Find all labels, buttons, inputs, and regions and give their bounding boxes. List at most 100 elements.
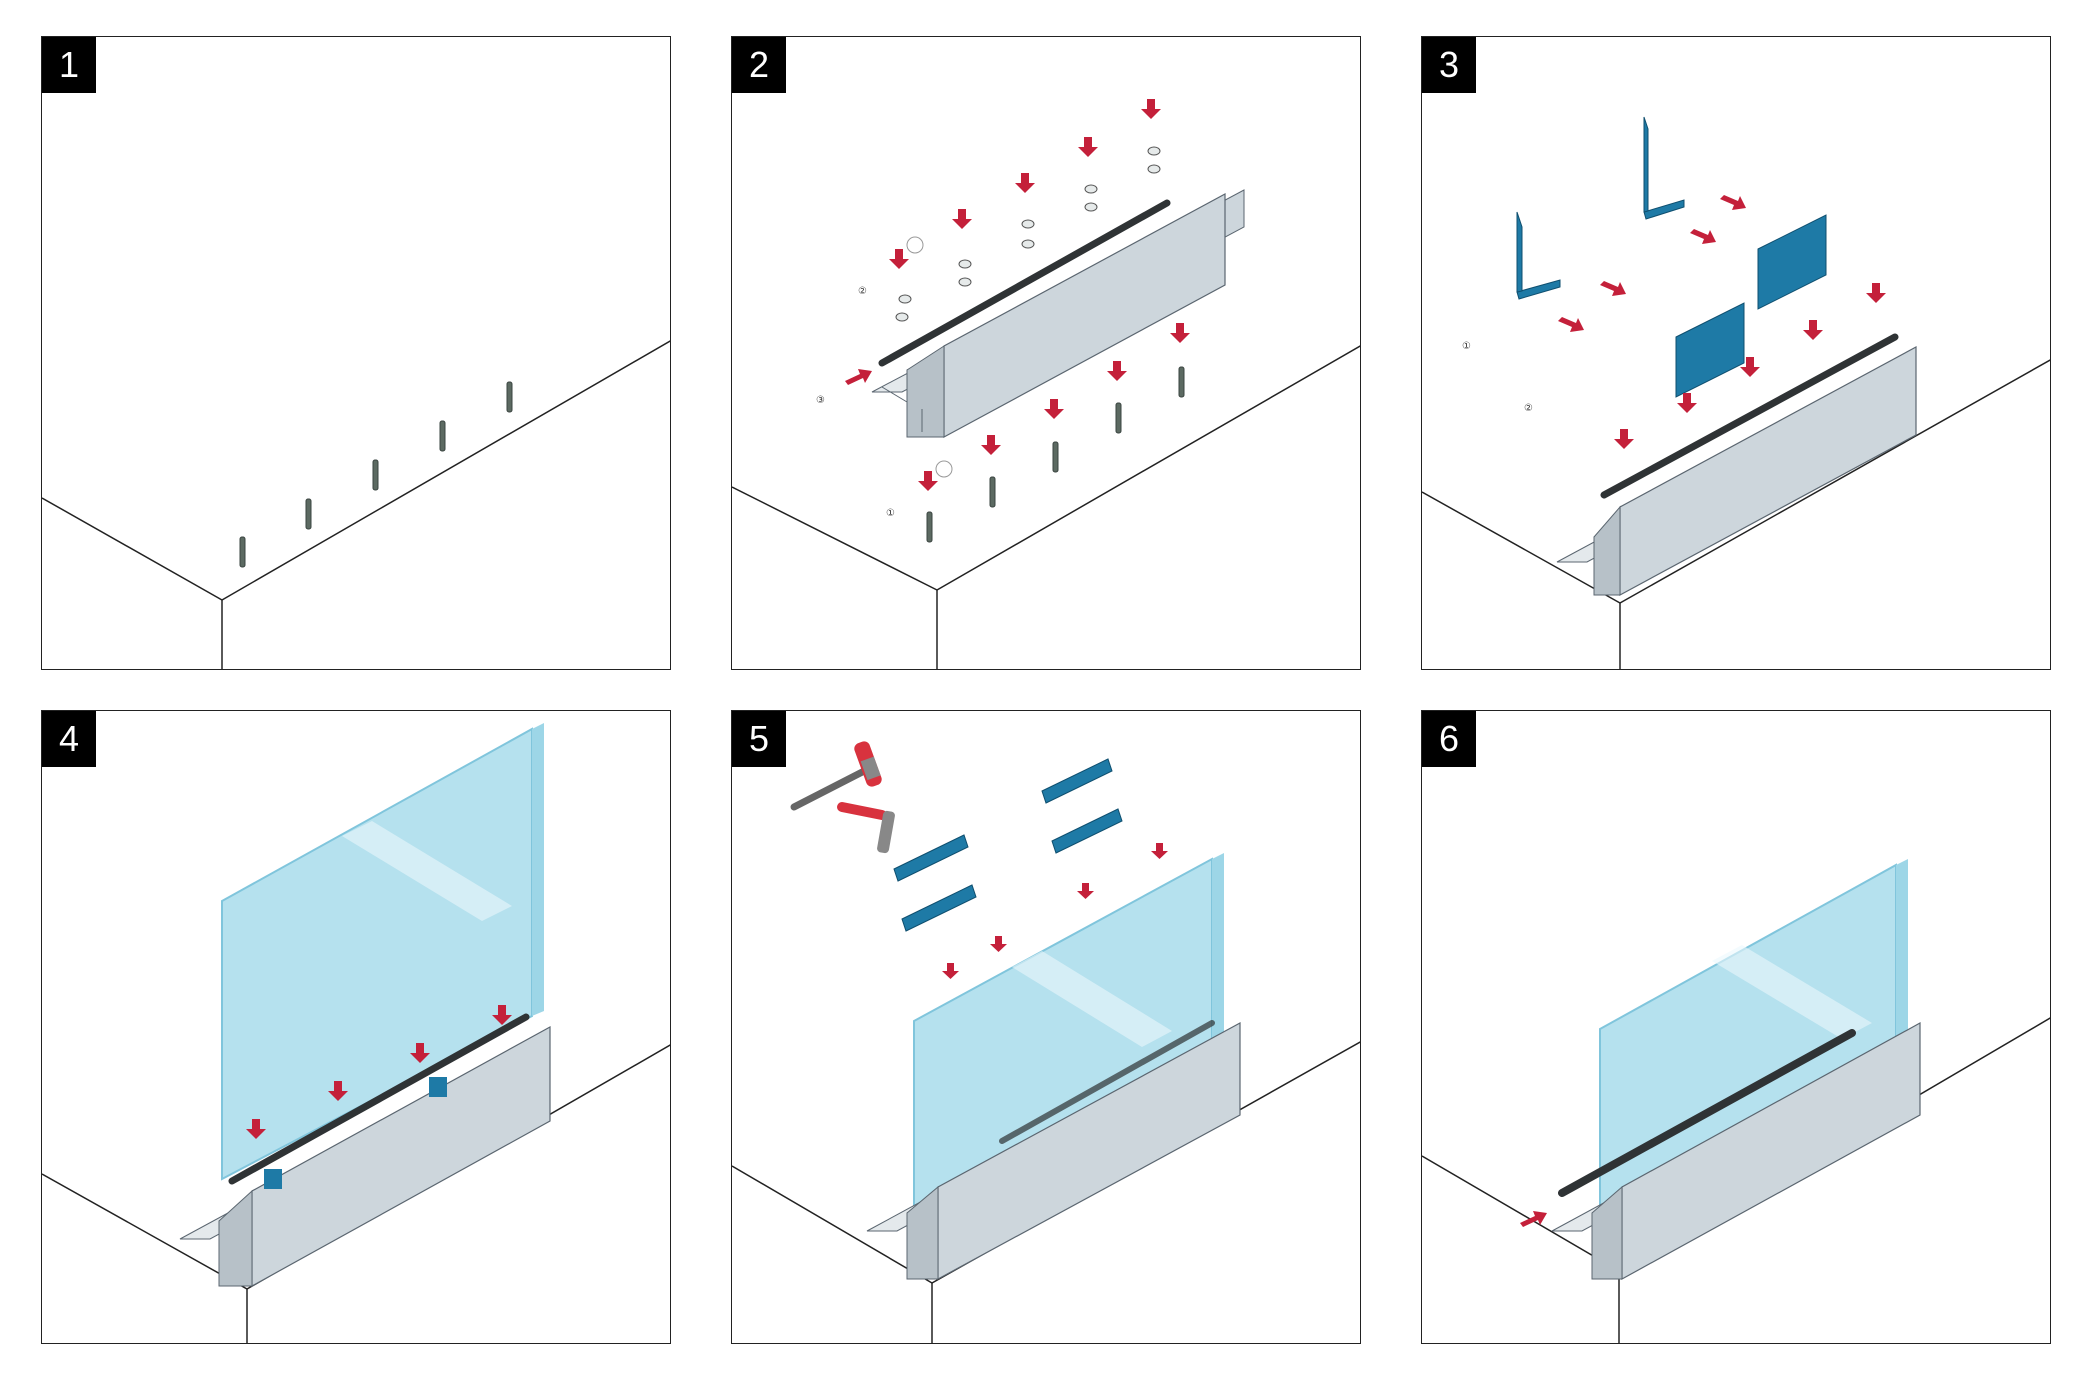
arrow-down-icon — [1151, 843, 1168, 859]
wedge — [1051, 808, 1123, 854]
step-panel-1: 1 — [41, 36, 671, 670]
washer-icon — [1147, 164, 1161, 174]
t-setting-block — [1643, 199, 1685, 220]
arrow-down-icon — [889, 249, 909, 269]
arrow-down-icon — [246, 1119, 266, 1139]
gasket-strip — [228, 1013, 530, 1185]
arrow-down-icon — [1107, 361, 1127, 381]
washer-icon — [958, 259, 972, 269]
step-panel-4: 4 — [41, 710, 671, 1344]
arrow-down-icon — [1740, 357, 1760, 377]
anchor-bolts — [239, 381, 513, 568]
washer-icon — [1084, 184, 1098, 194]
washer-icon — [898, 294, 912, 304]
step-2-illustration: ② ③ ① — [732, 99, 1360, 669]
step-panel-3: 3 — [1421, 36, 2051, 670]
arrows — [1520, 1211, 1547, 1227]
bolt-icon — [1178, 366, 1185, 398]
floor-slab-edges — [42, 340, 670, 669]
bolt-icon — [439, 420, 446, 452]
arrow-down-icon — [328, 1081, 348, 1101]
wedge — [901, 884, 977, 932]
base-profile — [866, 1021, 1241, 1281]
step-1-illustration — [42, 340, 670, 669]
setting-blocks — [1516, 116, 1827, 398]
step-3-illustration: ① ② — [1422, 116, 2050, 669]
arrow-right-icon — [845, 369, 872, 385]
arrow-down-icon — [1866, 283, 1886, 303]
washer-icon — [958, 277, 972, 287]
callout-label: ② — [858, 286, 867, 297]
step-number-badge: 2 — [732, 37, 786, 93]
arrow-down-icon — [1141, 99, 1161, 119]
arrow-down-icon — [942, 963, 959, 979]
arrow-down-icon — [1677, 393, 1697, 413]
arrow-down-icon — [1015, 173, 1035, 193]
washer-icon — [1021, 219, 1035, 229]
step-number-badge: 5 — [732, 711, 786, 767]
gasket-strip — [1558, 1029, 1856, 1197]
washer-icon — [1147, 146, 1161, 156]
arrow-down-icon — [1044, 399, 1064, 419]
side-plate — [1675, 302, 1745, 398]
arrow-right-icon — [1520, 1211, 1547, 1227]
callout-label: ② — [1524, 403, 1533, 414]
arrow-down-icon — [492, 1005, 512, 1025]
arrow-down-icon — [918, 471, 938, 491]
side-plate — [1757, 214, 1827, 310]
washer-icon — [1021, 239, 1035, 249]
step-panel-6: 6 — [1421, 710, 2051, 1344]
floor-slab-edges — [1422, 359, 2050, 669]
arrow-down-icon — [952, 209, 972, 229]
step-number-badge: 4 — [42, 711, 96, 767]
bolt-icon — [305, 498, 312, 530]
arrow-right-icon — [1720, 195, 1746, 210]
arrow-down-icon — [1614, 429, 1634, 449]
washer-icon — [895, 312, 909, 322]
step-number-badge: 3 — [1422, 37, 1476, 93]
down-arrows — [246, 1005, 512, 1139]
mallet-icon — [837, 802, 895, 854]
arrow-down-icon — [1078, 137, 1098, 157]
bolt-icon — [506, 381, 513, 413]
bolt-icon — [239, 536, 246, 568]
t-setting-block — [1516, 279, 1561, 300]
callout-label: ① — [886, 508, 895, 519]
glass-panel — [221, 723, 544, 1181]
anchor-bolts — [926, 366, 1185, 543]
base-profile — [871, 189, 1245, 439]
step-number-badge: 1 — [42, 37, 96, 93]
arrow-down-icon — [981, 435, 1001, 455]
callout-label: ① — [1462, 341, 1471, 352]
down-arrows — [845, 99, 1190, 491]
bolt-icon — [926, 511, 933, 543]
washer-icon — [1084, 202, 1098, 212]
bolt-icon — [1115, 402, 1122, 434]
base-profile — [1551, 1021, 1921, 1281]
callout-label: ③ — [816, 395, 825, 406]
gasket-strip — [999, 1020, 1215, 1144]
down-arrows — [942, 843, 1168, 979]
wedges — [893, 758, 1123, 932]
step-4-illustration — [42, 723, 670, 1343]
bolt-icon — [989, 476, 996, 508]
arrow-right-icon — [1558, 317, 1584, 332]
floor-slab-edges — [732, 345, 1360, 669]
step-panel-5: 5 — [731, 710, 1361, 1344]
gasket-strip — [878, 199, 1171, 367]
arrow-down-icon — [1170, 323, 1190, 343]
arrow-down-icon — [410, 1043, 430, 1063]
step-number-badge: 6 — [1422, 711, 1476, 767]
arrow-right-icon — [1690, 229, 1716, 244]
wedge — [1041, 758, 1113, 804]
washers — [895, 146, 1161, 322]
base-profile — [179, 1025, 551, 1288]
wedge — [893, 834, 969, 882]
hammer-icon — [790, 741, 882, 811]
gasket-strip — [1600, 333, 1899, 499]
step-6-illustration — [1422, 859, 2050, 1343]
step-panel-2: 2 — [731, 36, 1361, 670]
arrow-down-icon — [1803, 320, 1823, 340]
step-5-illustration — [732, 741, 1360, 1343]
bolt-icon — [372, 459, 379, 491]
